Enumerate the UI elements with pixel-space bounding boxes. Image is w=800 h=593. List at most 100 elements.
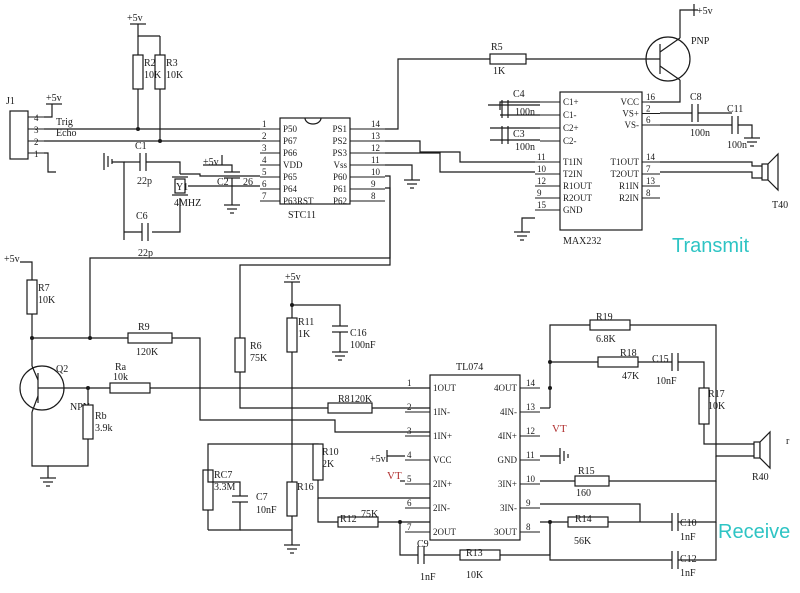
tl074-pin-number: 9: [526, 498, 531, 508]
c16-value: 100nF: [350, 340, 376, 351]
c16-ref: C16: [350, 328, 367, 339]
max232-pin-name: R2IN: [619, 193, 640, 203]
q2-ref: Q2: [56, 364, 68, 375]
tl074-pin-name: 2IN+: [433, 479, 452, 489]
r3-ref: R3: [166, 58, 178, 69]
max232-pin-name: VS-: [624, 120, 639, 130]
c6-value: 22p: [138, 248, 153, 259]
mcu-pin-number: 1: [262, 119, 267, 129]
r7-value: 10K: [38, 295, 56, 306]
c9-ref: C9: [417, 539, 429, 550]
resistor-r7: [26, 279, 38, 315]
max232-pin-name: T1IN: [563, 157, 583, 167]
max232-pin-number: 16: [646, 92, 656, 102]
tl074-pin-name: 4IN-: [500, 407, 517, 417]
j1-pin-2: 2: [34, 137, 39, 147]
vcc-label-r2r3: +5v: [127, 13, 143, 24]
tl074-pin-name: 2IN-: [433, 503, 450, 513]
c9-value: 1nF: [420, 572, 436, 583]
c2-ref: C2: [217, 177, 229, 188]
y1-value: 4MHZ: [174, 198, 201, 209]
resistor-rb: [82, 404, 94, 440]
rx-transducer-body: [753, 441, 761, 459]
vcc-label-mcu: +5v: [203, 157, 219, 168]
tl074-pin-number: 6: [407, 498, 412, 508]
mcu-pin-number: 10: [371, 167, 381, 177]
mcu-ref: STC11: [288, 210, 316, 221]
max232-pin-name: C2-: [563, 136, 577, 146]
mcu-pin-name: P60: [333, 172, 348, 182]
receive-label: Receive: [718, 521, 790, 543]
tl074-pin-number: 4: [407, 450, 412, 460]
mcu-pin-number: 9: [371, 179, 376, 189]
max232-pin-name: T1OUT: [611, 157, 640, 167]
r15-value: 160: [576, 488, 591, 499]
tl074-pin-name: GND: [498, 455, 518, 465]
resistor-r5: [489, 53, 527, 65]
resistor-r15: [574, 475, 610, 487]
r13-value: 10K: [466, 570, 484, 581]
max232-body: [559, 91, 643, 231]
j1-echo-label: Echo: [56, 128, 77, 139]
mcu-pin-number: 8: [371, 191, 376, 201]
r15-ref: R15: [578, 466, 595, 477]
c12-value: 1nF: [680, 568, 696, 579]
c15-ref: C15: [652, 354, 669, 365]
mcu-pin-number: 14: [371, 119, 381, 129]
c2-num: 26: [243, 177, 253, 188]
mcu-pin-name: P62: [333, 196, 347, 206]
mcu-pin-number: 13: [371, 131, 381, 141]
ra-value: 10k: [113, 372, 128, 383]
max232-pin-name: C2+: [563, 123, 579, 133]
r14-value: 56K: [574, 536, 592, 547]
mcu-pin-number: 3: [262, 143, 267, 153]
vcc-label-r7: +5v: [4, 254, 20, 265]
tl074-pin-name: 1OUT: [433, 383, 456, 393]
mcu-pin-number: 6: [262, 179, 267, 189]
j1-supply: +5v: [46, 93, 62, 104]
tl074-pin-name: 3OUT: [494, 527, 517, 537]
c11-ref: C11: [727, 104, 743, 115]
r18-value: 47K: [622, 371, 640, 382]
mcu-pin-name: P65: [283, 172, 298, 182]
rb-ref: Rb: [95, 411, 107, 422]
tl074-pin-name: 3IN-: [500, 503, 517, 513]
r8-value: 120K: [350, 394, 373, 405]
r19-ref: R19: [596, 312, 613, 323]
c4-ref: C4: [513, 89, 525, 100]
max232-pin-number: 7: [646, 164, 651, 174]
mcu-pin-name: Vss: [333, 160, 347, 170]
tl074-pin-name: 4OUT: [494, 383, 517, 393]
mcu-pin-number: 5: [262, 167, 267, 177]
ra-ref: Ra: [115, 362, 127, 373]
c1-ref: C1: [135, 141, 147, 152]
r10-value: 2K: [322, 459, 335, 470]
mcu-pin-name: PS1: [332, 124, 347, 134]
r17-value: 10K: [708, 401, 726, 412]
j1-ref: J1: [6, 96, 15, 107]
tl074-pin-number: 14: [526, 378, 536, 388]
resistor-ra: [109, 382, 151, 394]
vt-label-right: VT: [552, 423, 567, 435]
tl074-pin-number: 3: [407, 426, 412, 436]
mcu-pin-number: 11: [371, 155, 380, 165]
tl074-pin-number: 12: [526, 426, 535, 436]
c1-value: 22p: [137, 176, 152, 187]
max232-pin-number: 2: [646, 104, 651, 114]
c3-value: 100n: [515, 142, 535, 153]
c10-ref: C10: [680, 518, 697, 529]
r12-value: 75K: [361, 509, 379, 520]
max232-pin-number: 13: [646, 176, 656, 186]
rx-transducer-horn: [759, 430, 771, 470]
tl074-ref: TL074: [456, 362, 483, 373]
r2-value: 10K: [144, 70, 162, 81]
r18-ref: R18: [620, 348, 637, 359]
max232-pin-name: C1-: [563, 110, 577, 120]
max232-pin-number: 11: [537, 152, 546, 162]
max232-pin-number: 8: [646, 188, 651, 198]
mcu-pin-name: P50: [283, 124, 298, 134]
vt-label-left: VT: [387, 470, 402, 482]
